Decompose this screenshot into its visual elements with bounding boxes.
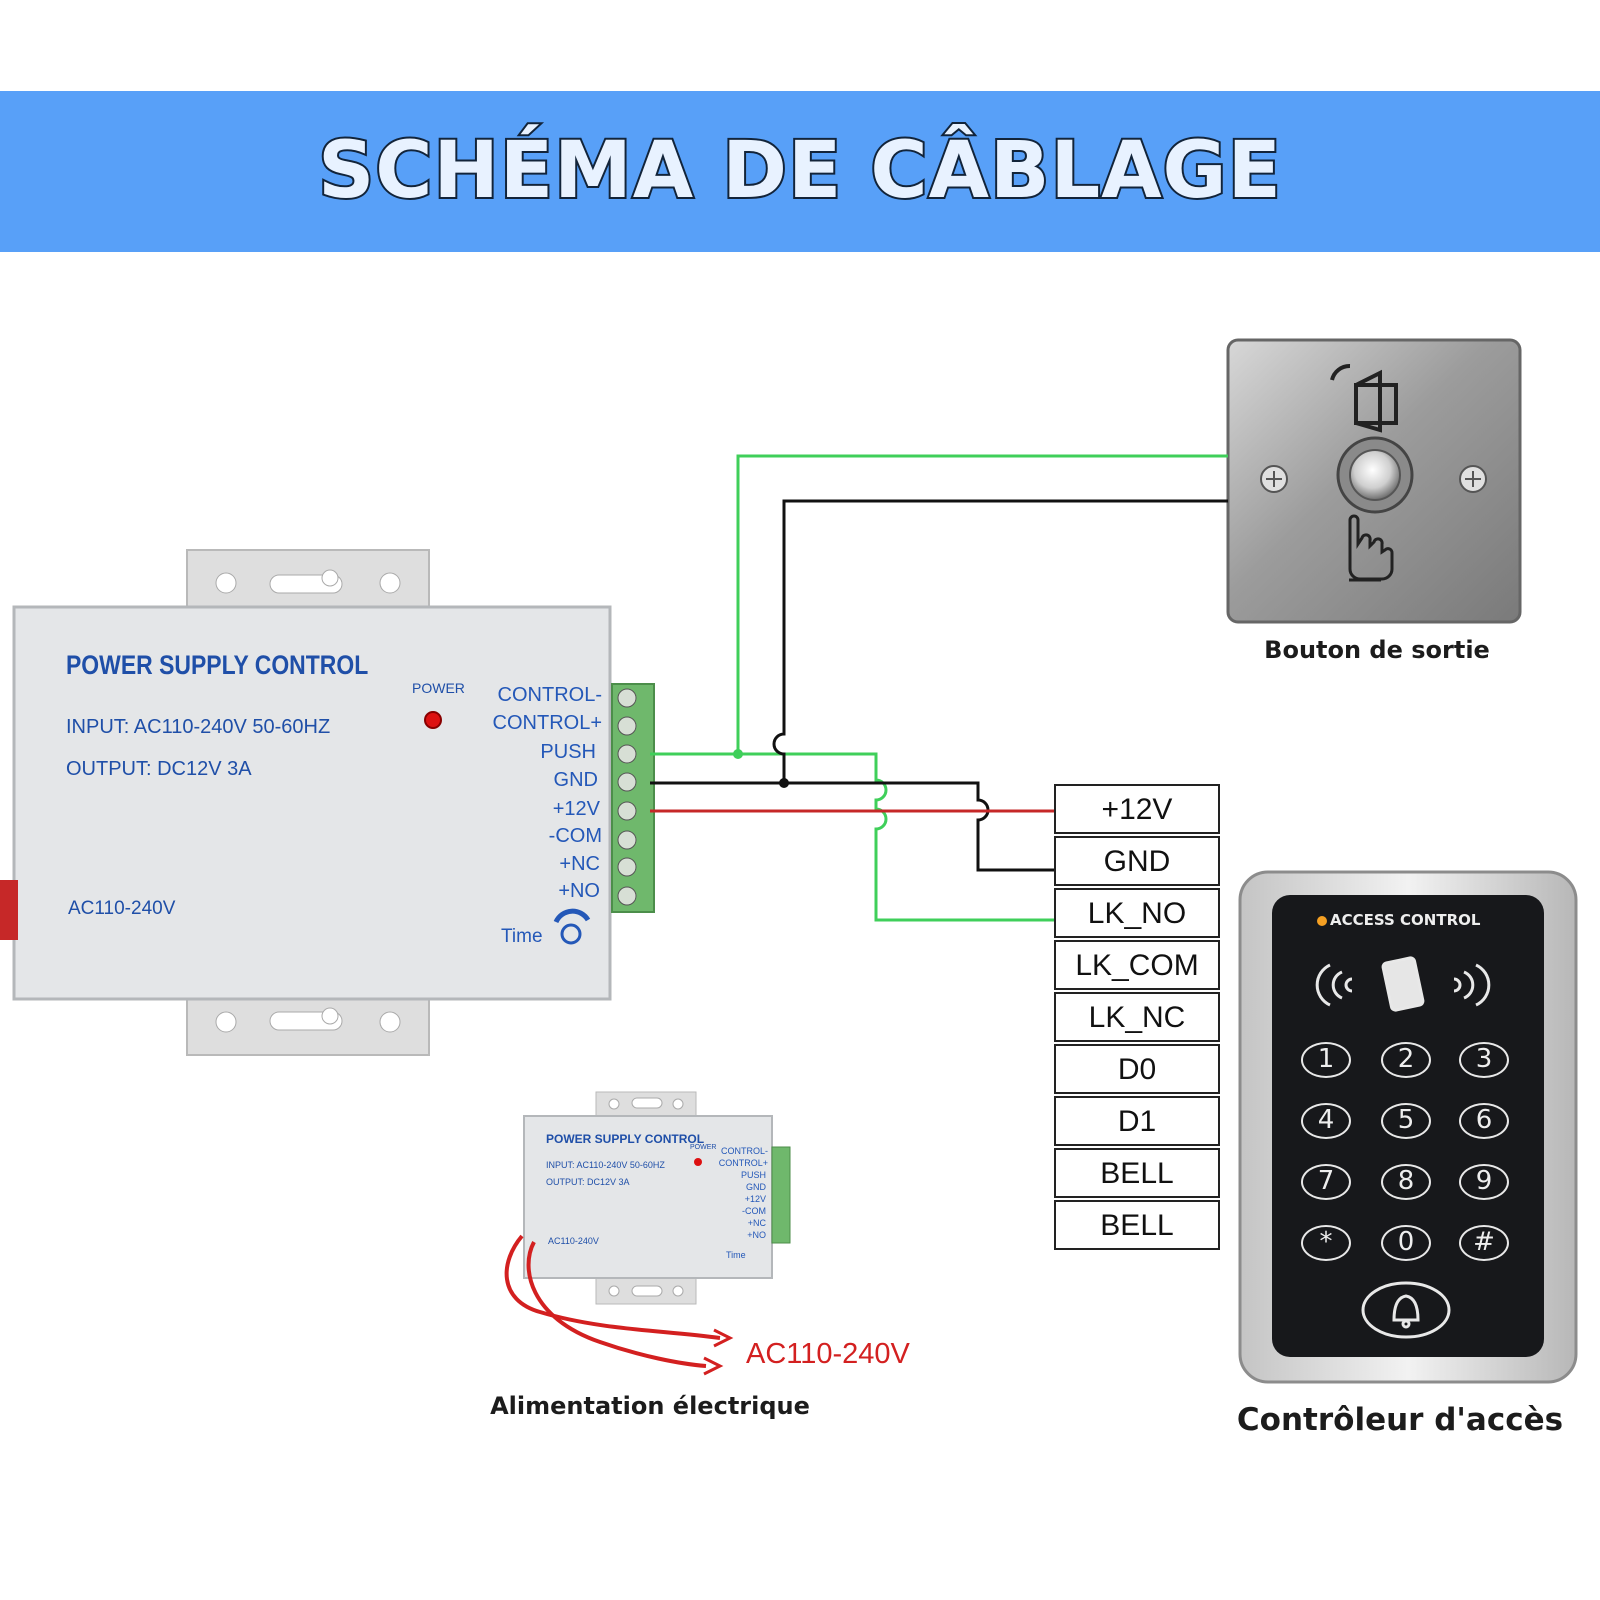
psu-heading: POWER SUPPLY CONTROL — [66, 650, 369, 680]
keypad-brand: ACCESS CONTROL — [1330, 911, 1481, 929]
small-terminal-label: +NC — [747, 1218, 766, 1228]
terminal-block-row: LK_COM — [1054, 940, 1220, 990]
mount-hole — [379, 1011, 401, 1033]
small-time-label: Time — [726, 1250, 746, 1260]
wires — [650, 454, 1228, 922]
key-9[interactable]: 9 — [1459, 1164, 1509, 1200]
bell-key — [1361, 1281, 1451, 1339]
junction-dot — [733, 749, 743, 759]
key-5[interactable]: 5 — [1381, 1103, 1431, 1139]
terminal-block-row: BELL — [1054, 1200, 1220, 1250]
hand-press-icon — [1348, 514, 1394, 582]
terminal-label-push: PUSH — [540, 741, 596, 763]
terminal-block-row: D0 — [1054, 1044, 1220, 1094]
power-led — [694, 1158, 702, 1166]
mount-hole — [321, 569, 339, 587]
terminal-block-row: LK_NO — [1054, 888, 1220, 938]
terminal-label-no: +NO — [558, 880, 600, 902]
terminal-block-row: LK_NC — [1054, 992, 1220, 1042]
terminal-screws — [617, 688, 637, 906]
terminal-label-com: -COM — [548, 825, 602, 847]
terminal-label-control-plus: CONTROL+ — [492, 712, 602, 734]
page-title: SCHÉMA DE CÂBLAGE — [316, 124, 1283, 218]
exit-button-caption: Bouton de sortie — [1264, 636, 1490, 664]
status-led — [1317, 916, 1327, 926]
key-1[interactable]: 1 — [1301, 1042, 1351, 1078]
mount-hole — [379, 572, 401, 594]
terminal-block-row: D1 — [1054, 1096, 1220, 1146]
small-psu-output-spec: OUTPUT: DC12V 3A — [546, 1177, 630, 1187]
arrow-icon — [713, 1328, 734, 1348]
key-0[interactable]: 0 — [1381, 1225, 1431, 1261]
ac-cable — [0, 880, 18, 940]
terminal-block-row: +12V — [1054, 784, 1220, 834]
keypad-caption: Contrôleur d'accès — [1236, 1402, 1564, 1438]
small-terminal-label: +12V — [744, 1194, 766, 1204]
psu-input-spec: INPUT: AC110-240V 50-60HZ — [66, 716, 331, 738]
rfid-icon — [1315, 956, 1491, 1012]
small-power-label: POWER — [690, 1144, 717, 1151]
exit-button-device — [1226, 338, 1522, 624]
small-power-supply — [504, 1091, 791, 1376]
small-terminal-label: GND — [746, 1182, 766, 1192]
terminal-block-row: GND — [1054, 836, 1220, 886]
power-led — [424, 711, 442, 729]
small-ac-label: AC110-240V — [548, 1236, 599, 1246]
key-star[interactable]: * — [1301, 1225, 1351, 1261]
key-hash[interactable]: # — [1459, 1225, 1509, 1261]
time-arc-icon — [553, 908, 591, 924]
junction-dot — [779, 778, 789, 788]
bell-icon — [1392, 1294, 1420, 1329]
arrow-icon — [703, 1356, 724, 1376]
push-button — [1349, 449, 1401, 501]
mains-cable — [504, 1234, 721, 1340]
small-terminal-label: PUSH — [740, 1170, 766, 1180]
key-4[interactable]: 4 — [1301, 1103, 1351, 1139]
terminal-strip — [611, 683, 655, 913]
mount-hole — [215, 572, 237, 594]
psu-output-spec: OUTPUT: DC12V 3A — [66, 758, 252, 780]
mount-hole — [215, 1011, 237, 1033]
small-psu-caption: Alimentation électrique — [490, 1392, 810, 1420]
door-open-icon — [1330, 363, 1398, 433]
mount-hole — [321, 1007, 339, 1025]
psu-housing — [12, 605, 612, 1001]
key-3[interactable]: 3 — [1459, 1042, 1509, 1078]
terminal-strip — [771, 1146, 791, 1244]
small-terminal-label: +NO — [747, 1230, 766, 1240]
small-terminal-label: -COM — [742, 1206, 766, 1216]
power-supply-unit — [0, 549, 655, 1056]
small-psu-input-spec: INPUT: AC110-240V 50-60HZ — [546, 1160, 665, 1170]
small-psu-heading: POWER SUPPLY CONTROL — [546, 1132, 705, 1146]
psu-housing — [523, 1115, 773, 1279]
wire-gnd-to-exit — [650, 499, 1228, 785]
key-2[interactable]: 2 — [1381, 1042, 1431, 1078]
power-label: POWER — [412, 680, 465, 696]
wire-gnd-to-block — [784, 781, 1054, 872]
ac-label: AC110-240V — [68, 898, 176, 919]
terminal-label-gnd: GND — [553, 769, 598, 791]
key-7[interactable]: 7 — [1301, 1164, 1351, 1200]
time-label: Time — [501, 926, 543, 947]
key-6[interactable]: 6 — [1459, 1103, 1509, 1139]
wire-push-to-exit — [650, 454, 1228, 756]
terminal-label-12v: +12V — [552, 798, 600, 820]
terminal-block-row: BELL — [1054, 1148, 1220, 1198]
time-adjust-icon — [560, 923, 582, 945]
mains-label: AC110-240V — [746, 1338, 910, 1370]
terminal-label-nc: +NC — [559, 853, 600, 875]
key-8[interactable]: 8 — [1381, 1164, 1431, 1200]
small-terminal-label: CONTROL- — [721, 1146, 768, 1156]
mains-cable — [526, 1241, 707, 1368]
small-terminal-label: CONTROL+ — [718, 1158, 768, 1168]
title-banner — [0, 91, 1600, 252]
terminal-label-control-minus: CONTROL- — [497, 684, 602, 706]
